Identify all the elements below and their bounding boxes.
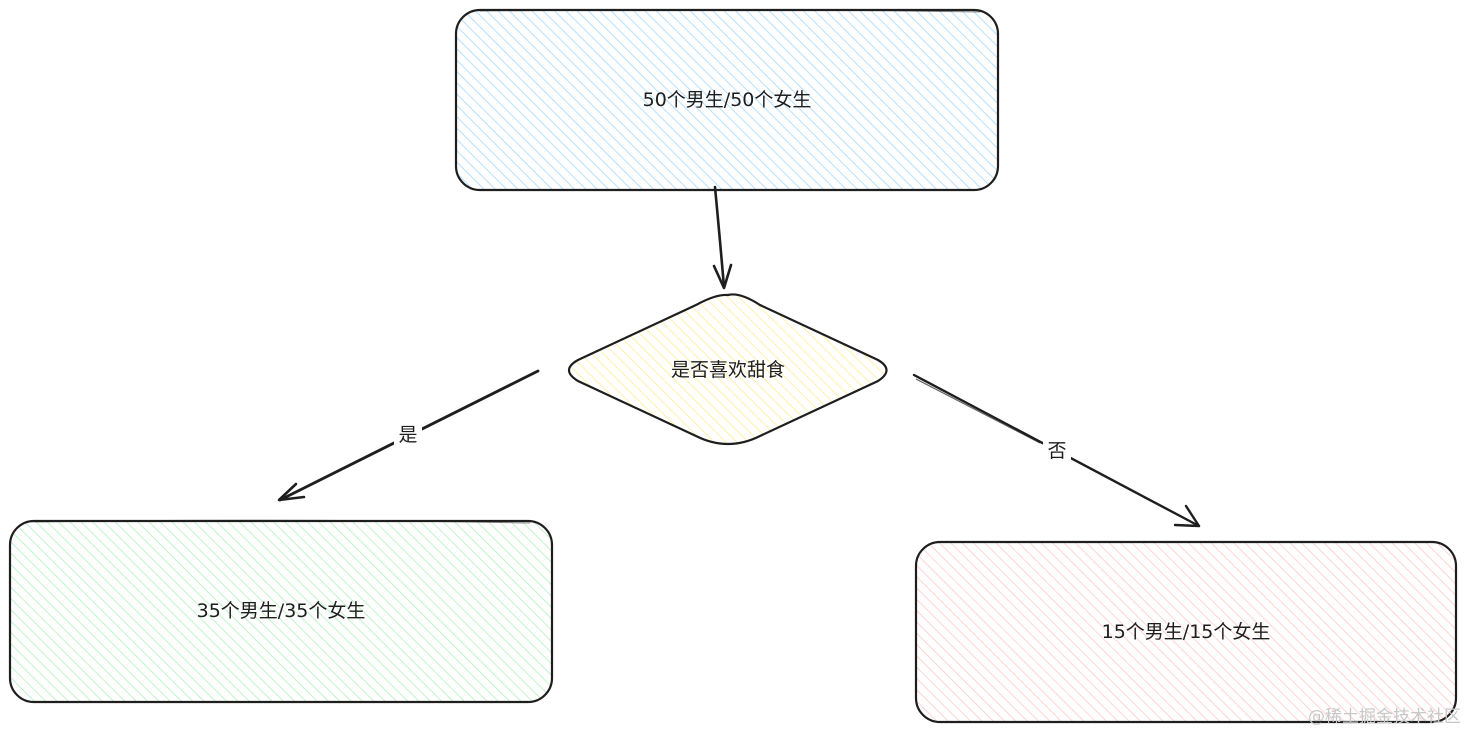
watermark-text: @稀土掘金技术社区 <box>1308 707 1461 727</box>
root-node[interactable]: 50个男生/50个女生 <box>454 8 1000 192</box>
root-to-decision-arrow <box>712 185 733 290</box>
decision-node[interactable]: 是否喜欢甜食 <box>567 293 888 446</box>
no-result-node-label: 15个男生/15个女生 <box>1102 621 1271 643</box>
yes-result-node-label: 35个男生/35个女生 <box>197 600 366 622</box>
yes-result-node[interactable]: 35个男生/35个女生 <box>8 519 554 704</box>
root-node-label: 50个男生/50个女生 <box>643 89 812 111</box>
yes-arrow: 是 <box>277 369 540 502</box>
no-arrow: 否 <box>912 373 1201 528</box>
yes-edge-label: 是 <box>398 424 417 446</box>
no-result-node[interactable]: 15个男生/15个女生 <box>914 540 1458 724</box>
no-edge-label: 否 <box>1047 440 1066 462</box>
yes-edge-label-bg <box>394 421 422 447</box>
no-edge-label-bg <box>1043 437 1071 463</box>
decision-node-label: 是否喜欢甜食 <box>671 359 785 381</box>
